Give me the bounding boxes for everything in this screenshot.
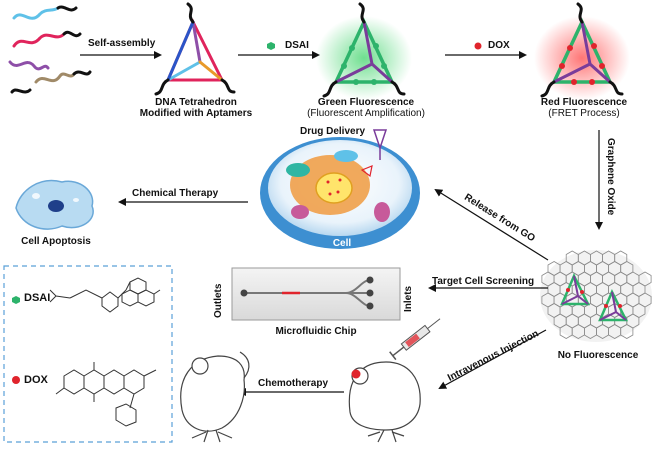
legend-box bbox=[3, 265, 173, 443]
arrow-release-from-go bbox=[434, 188, 549, 261]
label-no-fluorescence: No Fluorescence bbox=[557, 350, 639, 361]
label-cell: Cell bbox=[332, 238, 352, 249]
dox-marker-icon bbox=[474, 42, 482, 50]
tumor-icon bbox=[351, 369, 361, 379]
syringe-icon bbox=[389, 318, 441, 361]
dna-tetrahedron bbox=[154, 2, 236, 96]
dsai-structure-end bbox=[49, 289, 71, 303]
label-microfluidic-chip: Microfluidic Chip bbox=[275, 326, 357, 337]
label-inlets: Inlets bbox=[403, 285, 414, 312]
apoptotic-cell-icon bbox=[15, 179, 94, 230]
label-green-fluorescence-line1: Green Fluorescence bbox=[317, 97, 415, 108]
dsai-structure bbox=[69, 277, 161, 313]
legend-dsai-icon bbox=[12, 296, 20, 304]
dna-strands bbox=[8, 5, 92, 94]
label-red-fluorescence-line2: (FRET Process) bbox=[548, 108, 620, 119]
label-outlets: Outlets bbox=[213, 283, 224, 318]
label-green-fluorescence-line2: (Fluorescent Amplification) bbox=[307, 108, 425, 119]
green-fluorescent-tetrahedron bbox=[316, 2, 412, 100]
label-dna-tetrahedron-line2: Modified with Aptamers bbox=[139, 108, 253, 119]
dsai-marker-icon bbox=[267, 42, 275, 50]
graphene-hexagon bbox=[620, 324, 634, 339]
treated-mouse bbox=[180, 351, 250, 443]
label-red-fluorescence-line1: Red Fluorescence bbox=[540, 97, 628, 108]
legend-dsai-label: DSAI bbox=[24, 292, 51, 304]
cell bbox=[260, 129, 420, 249]
label-self-assembly: Self-assembly bbox=[88, 38, 156, 49]
microfluidic-chip bbox=[231, 267, 401, 321]
legend-dox-label: DOX bbox=[24, 374, 48, 386]
red-fluorescent-tetrahedron bbox=[534, 2, 630, 100]
label-cell-apoptosis: Cell Apoptosis bbox=[21, 236, 91, 247]
graphene-oxide-sheet bbox=[540, 250, 652, 342]
label-target-cell-screening: Target Cell Screening bbox=[432, 276, 535, 287]
dox-structure bbox=[55, 362, 157, 427]
label-dox-arrow: DOX bbox=[488, 40, 510, 51]
label-graphene-oxide: Graphene Oxide bbox=[605, 138, 616, 216]
label-chemical-therapy: Chemical Therapy bbox=[132, 188, 219, 199]
label-dna-tetrahedron-line1: DNA Tetrahedron bbox=[155, 97, 237, 108]
label-chemotherapy: Chemotherapy bbox=[258, 378, 329, 389]
arrow-intravenous-injection bbox=[438, 329, 547, 389]
legend-dox-icon bbox=[12, 376, 20, 384]
label-drug-delivery: Drug Delivery bbox=[300, 126, 366, 137]
label-dsai-arrow: DSAI bbox=[285, 40, 309, 51]
